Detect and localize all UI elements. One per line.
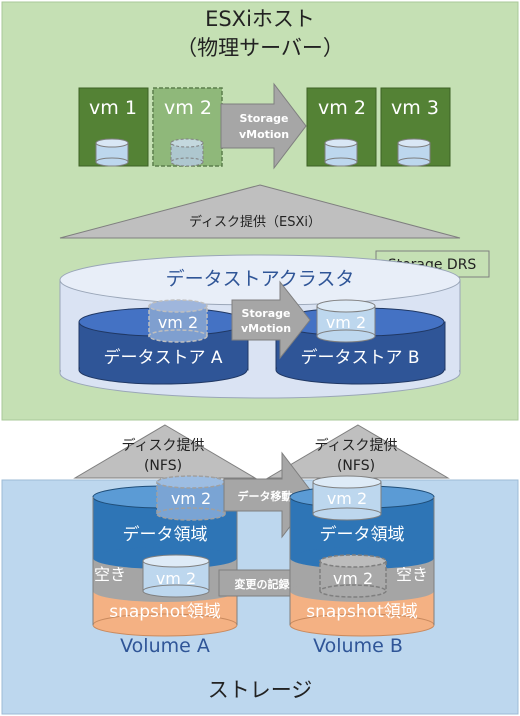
vm-label: vm 3 <box>391 97 439 119</box>
datastore-b-label: データストア B <box>300 347 419 368</box>
vm-box-vm2-destination: vm 2 <box>306 87 377 167</box>
volume-b-snapshot-area: snapshot領域 <box>306 602 418 622</box>
disk-provision-nfs-left: ディスク提供 (NFS) <box>73 424 257 479</box>
volume-a-vm-snapshot: vm 2 <box>156 569 196 588</box>
data-move-label: データ移動 <box>238 489 293 503</box>
storage-title: ストレージ <box>208 678 313 702</box>
volume-b-vm-top: vm 2 <box>327 489 367 508</box>
volume-b-free-label: 空き <box>396 565 428 584</box>
arrow-label-line1: Storage <box>240 112 289 125</box>
volume-b-vm-snapshot: vm 2 <box>333 569 373 588</box>
volume-a: snapshot領域 空き データ領域 vm 2 vm 2 Volume A <box>92 475 238 657</box>
volume-a-free-label: 空き <box>94 565 126 584</box>
volume-a-data-area: データ領域 <box>123 524 208 545</box>
volume-a-vm-top: vm 2 <box>171 489 211 508</box>
nfs-left-line2: (NFS) <box>144 458 182 474</box>
storage-vmotion-arrow: Storage vMotion <box>220 82 307 170</box>
volume-a-snapshot-area: snapshot領域 <box>109 602 221 622</box>
nfs-right-line1: ディスク提供 <box>314 437 397 454</box>
volume-b: snapshot領域 空き データ領域 vm 2 vm 2 Volume B <box>289 475 435 657</box>
cluster-vmotion-arrow: Storage vMotion <box>231 280 311 360</box>
vm-box-vm3: vm 3 <box>380 87 451 167</box>
disk-provision-esxi-label: ディスク提供（ESXi） <box>189 214 321 230</box>
disk-icon <box>95 138 129 167</box>
datastore-a-label: データストア A <box>103 347 222 368</box>
disk-provision-nfs-right: ディスク提供 (NFS) <box>266 424 450 479</box>
volume-a-name: Volume A <box>120 635 210 657</box>
change-log-label: 変更の記録 <box>235 577 291 591</box>
vm-label: vm 1 <box>89 97 137 119</box>
host-subtitle: （物理サーバー） <box>176 36 344 60</box>
cluster-vm-disk-destination: vm 2 <box>316 299 376 343</box>
nfs-right-line2: (NFS) <box>337 458 375 474</box>
cluster-vm-label-left: vm 2 <box>158 313 198 332</box>
nfs-left-line1: ディスク提供 <box>121 437 204 454</box>
disk-provision-esxi: ディスク提供（ESXi） <box>59 184 461 239</box>
cluster-arrow-line1: Storage <box>242 307 291 320</box>
disk-icon <box>170 138 204 167</box>
arrow-label-line2: vMotion <box>239 128 289 141</box>
vm-label: vm 2 <box>164 97 212 119</box>
host-title: ESXiホスト <box>205 7 315 31</box>
cluster-vm-disk-source: vm 2 <box>148 299 208 343</box>
cluster-arrow-line2: vMotion <box>241 322 291 335</box>
cluster-vm-label-right: vm 2 <box>326 313 366 332</box>
vm-box-vm1: vm 1 <box>78 87 149 167</box>
disk-icon <box>324 138 358 167</box>
cluster-label: データストアクラスタ <box>166 268 355 290</box>
vm-box-vm2-source: vm 2 <box>152 87 223 167</box>
vm-label: vm 2 <box>318 97 366 119</box>
volume-b-name: Volume B <box>313 635 403 657</box>
disk-icon <box>397 138 431 167</box>
volume-b-data-area: データ領域 <box>320 524 405 545</box>
